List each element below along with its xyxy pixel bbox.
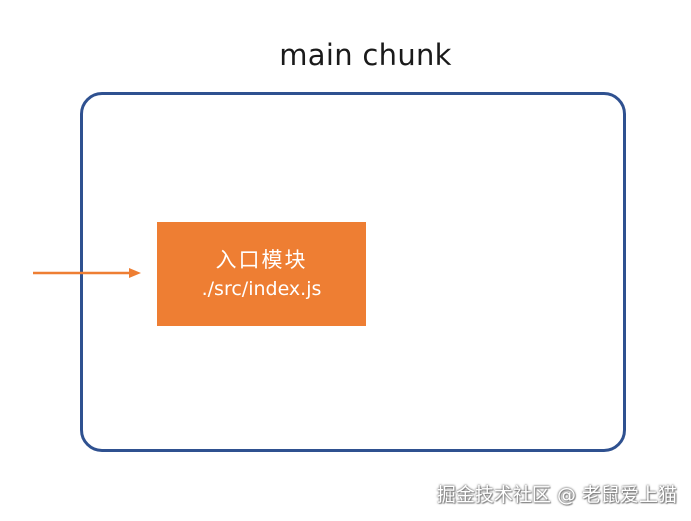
entry-arrow xyxy=(33,268,141,278)
entry-arrow-head xyxy=(129,268,141,278)
entry-module-path: ./src/index.js xyxy=(201,278,322,300)
entry-module-box: 入口模块 ./src/index.js xyxy=(157,222,366,326)
entry-module-label: 入口模块 xyxy=(215,248,308,272)
watermark: 掘金技术社区 @ 老鼠爱上猫 xyxy=(436,484,677,506)
chunk-title: main chunk xyxy=(279,38,452,72)
